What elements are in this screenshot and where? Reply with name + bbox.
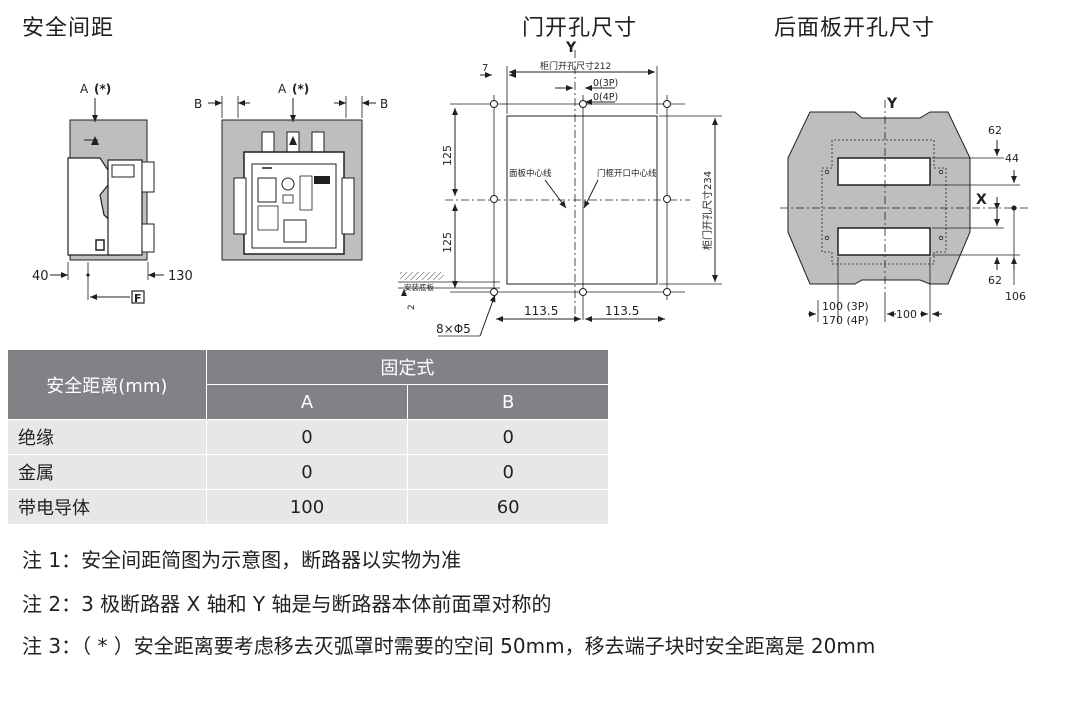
door-panel-centerline: 面板中心线 — [509, 168, 552, 179]
door-dim-113-right: 113.5 — [605, 304, 639, 318]
cell-b: 60 — [407, 489, 609, 525]
cell-b: 0 — [407, 454, 609, 490]
rear-window-top — [837, 157, 931, 186]
door-cutout-title: 门开孔尺寸 — [522, 16, 638, 41]
table-row: 金属 0 0 — [7, 454, 609, 490]
rear-dim-106: 106 — [1005, 290, 1026, 303]
rear-axis-x: X — [976, 192, 987, 208]
door-base-hatch — [400, 272, 444, 280]
rear-panel-drawing: Y X 62 44 62 106 100 (3P) 170 (4P) 100 — [780, 96, 1030, 327]
cell-b: 0 — [407, 419, 609, 455]
cell-a: 100 — [205, 489, 409, 525]
side-dim-40: 40 — [32, 269, 49, 284]
door-offset-4p: 0(4P) — [593, 92, 618, 103]
door-width-label: 柜门开孔尺寸212 — [540, 60, 611, 72]
rear-dim-62-bottom: 62 — [988, 274, 1002, 287]
door-dim-7: 7 — [482, 63, 488, 74]
table-header-label: 安全距离(mm) — [7, 349, 207, 420]
rear-window-bottom — [837, 227, 931, 256]
cell-a: 0 — [205, 454, 409, 490]
rear-dim-44: 44 — [1005, 152, 1019, 165]
door-cutout-drawing: Y 柜门开孔尺寸212 7 0(3P) 0(4P) 125 — [398, 40, 722, 337]
note-2: 注 2：3 极断路器 X 轴和 Y 轴是与断路器本体前面罩对称的 — [22, 592, 552, 616]
side-label-star: (*) — [94, 82, 111, 96]
row-label: 绝缘 — [7, 419, 207, 455]
table-col-a: A — [205, 384, 409, 420]
door-dim-2: 2 — [407, 304, 417, 310]
door-frame-centerline: 门框开口中心线 — [597, 168, 657, 179]
side-dim-130: 130 — [168, 269, 193, 284]
door-dim-125-top: 125 — [441, 145, 454, 166]
rear-panel-shape — [787, 111, 971, 285]
row-label: 带电导体 — [7, 489, 207, 525]
door-dim-125-bottom: 125 — [441, 232, 454, 253]
clearance-table: 安全距离(mm) 固定式 A B 绝缘 0 0 金属 0 0 带电导体 100 … — [7, 349, 610, 525]
door-mounting-holes — [490, 100, 671, 296]
front-label-a: A — [278, 82, 287, 96]
note-1: 注 1：安全间距简图为示意图，断路器以实物为准 — [22, 548, 462, 572]
table-col-b: B — [407, 384, 609, 420]
rear-dim-62-top: 62 — [988, 124, 1002, 137]
front-label-b-left: B — [194, 97, 202, 111]
table-group-header: 固定式 — [205, 349, 610, 385]
door-height-label: 柜门开孔尺寸234 — [701, 171, 714, 250]
rear-dim-100-3p: 100 (3P) — [822, 300, 869, 313]
note-3: 注 3：（ * ）安全距离要考虑移去灭弧罩时需要的空间 50mm，移去端子块时安… — [22, 634, 876, 658]
door-cutout-rect — [506, 115, 658, 285]
door-offset-3p: 0(3P) — [593, 78, 618, 89]
side-view-drawing: A (*) 40 130 F — [32, 82, 193, 305]
side-breaker-body — [67, 157, 119, 256]
door-holes-label: 8×Φ5 — [436, 322, 471, 336]
door-axis-y: Y — [565, 40, 577, 56]
row-label: 金属 — [7, 454, 207, 490]
front-view-drawing: A (*) B B — [194, 82, 388, 261]
clearance-title: 安全间距 — [22, 16, 115, 41]
side-label-f: F — [134, 292, 142, 305]
side-label-a: A — [80, 82, 89, 96]
door-base-label: 安装底板 — [404, 282, 434, 292]
cell-a: 0 — [205, 419, 409, 455]
rear-dim-170-4p: 170 (4P) — [822, 314, 869, 327]
rear-panel-cutout-title: 后面板开孔尺寸 — [774, 16, 936, 41]
front-label-star: (*) — [292, 82, 309, 96]
rear-dim-100: 100 — [896, 308, 917, 321]
door-dim-113-left: 113.5 — [524, 304, 558, 318]
side-front-box — [131, 290, 145, 304]
rear-axis-y: Y — [886, 96, 898, 112]
table-row: 绝缘 0 0 — [7, 419, 609, 455]
front-label-b-right: B — [380, 97, 388, 111]
table-row: 带电导体 100 60 — [7, 489, 609, 525]
